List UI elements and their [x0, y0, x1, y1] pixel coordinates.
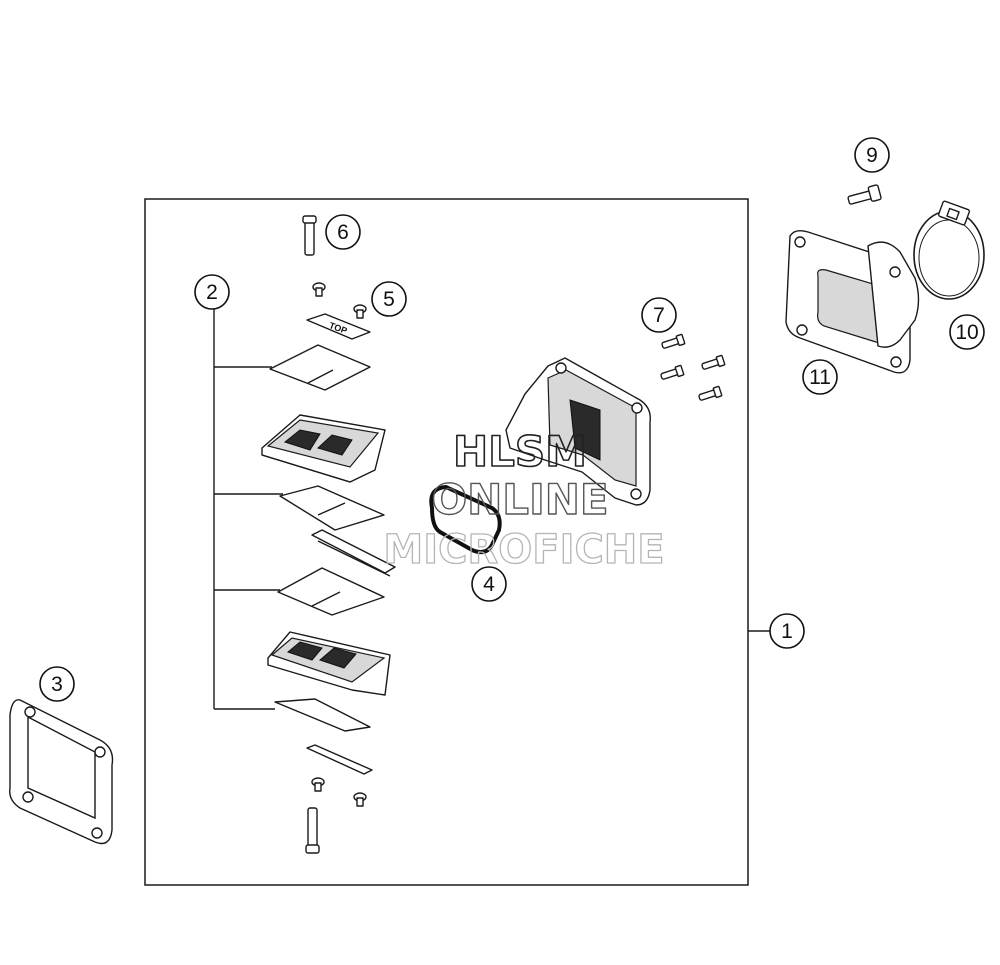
- callout-4: 4: [471, 566, 507, 602]
- callout-5-label: 5: [383, 288, 395, 311]
- center-spacer: [311, 529, 396, 577]
- reed-stop-plate-lower: [306, 744, 373, 775]
- watermark-line-3: MICROFICHE: [383, 527, 664, 573]
- reed-cage-upper: [261, 414, 386, 483]
- callout-10: 10: [949, 314, 985, 350]
- hose-clamp: [913, 200, 985, 300]
- reed-petal-middle-lower: [277, 567, 385, 616]
- long-screw-bottom: [305, 807, 320, 854]
- callout-1: 1: [769, 613, 805, 649]
- callout-2-label: 2: [206, 281, 218, 304]
- housing-bolts: [660, 333, 726, 401]
- intake-gasket: [9, 699, 114, 845]
- callout-11-label: 11: [809, 366, 831, 389]
- long-screw-top: [302, 215, 317, 256]
- callout-1-label: 1: [781, 620, 793, 643]
- small-screw-top-right: [353, 304, 367, 319]
- intake-flange-bolt: [847, 184, 882, 205]
- callout-7-label: 7: [653, 304, 665, 327]
- small-screw-bottom-right: [353, 792, 367, 807]
- reed-petal-lower: [274, 698, 371, 732]
- callout-2: 2: [194, 274, 230, 310]
- reed-petal-middle-upper: [279, 485, 385, 531]
- callout-6: 6: [325, 214, 361, 250]
- callout-7: 7: [641, 297, 677, 333]
- callout-9: 9: [854, 137, 890, 173]
- leader-bracket-2: [213, 308, 283, 710]
- callout-11: 11: [802, 359, 838, 395]
- watermark-line-1: HLSM: [453, 427, 587, 476]
- callout-6-label: 6: [337, 221, 349, 244]
- small-screw-bottom-left: [311, 777, 325, 792]
- reed-cage-lower: [267, 631, 391, 696]
- callout-3: 3: [39, 666, 75, 702]
- callout-9-label: 9: [866, 144, 878, 167]
- intake-flange: [785, 229, 920, 374]
- watermark-line-2: ONLINE: [431, 475, 608, 524]
- reed-petal-upper: [269, 344, 371, 391]
- o-ring-seal: [429, 484, 502, 555]
- callout-4-label: 4: [483, 573, 495, 596]
- assembly-frame: [144, 198, 749, 886]
- callout-5: 5: [371, 281, 407, 317]
- small-screw-top-left: [312, 282, 326, 297]
- watermark: HLSM ONLINE MICROFICHE: [383, 426, 666, 573]
- callout-3-label: 3: [51, 673, 63, 696]
- reed-valve-housing: [505, 357, 651, 506]
- callout-10-label: 10: [955, 321, 978, 344]
